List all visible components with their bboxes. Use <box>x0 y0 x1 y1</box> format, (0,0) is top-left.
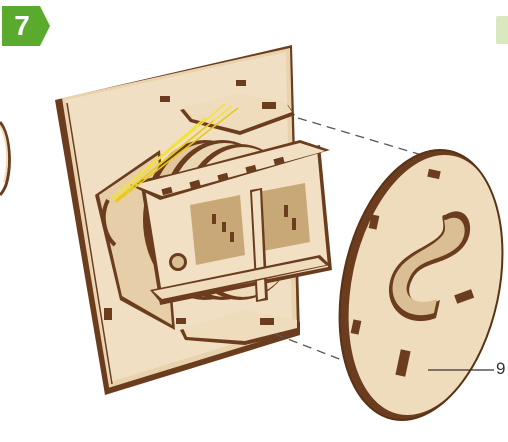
part-9-plate <box>316 135 508 435</box>
part-number-label: 9 <box>496 359 508 379</box>
